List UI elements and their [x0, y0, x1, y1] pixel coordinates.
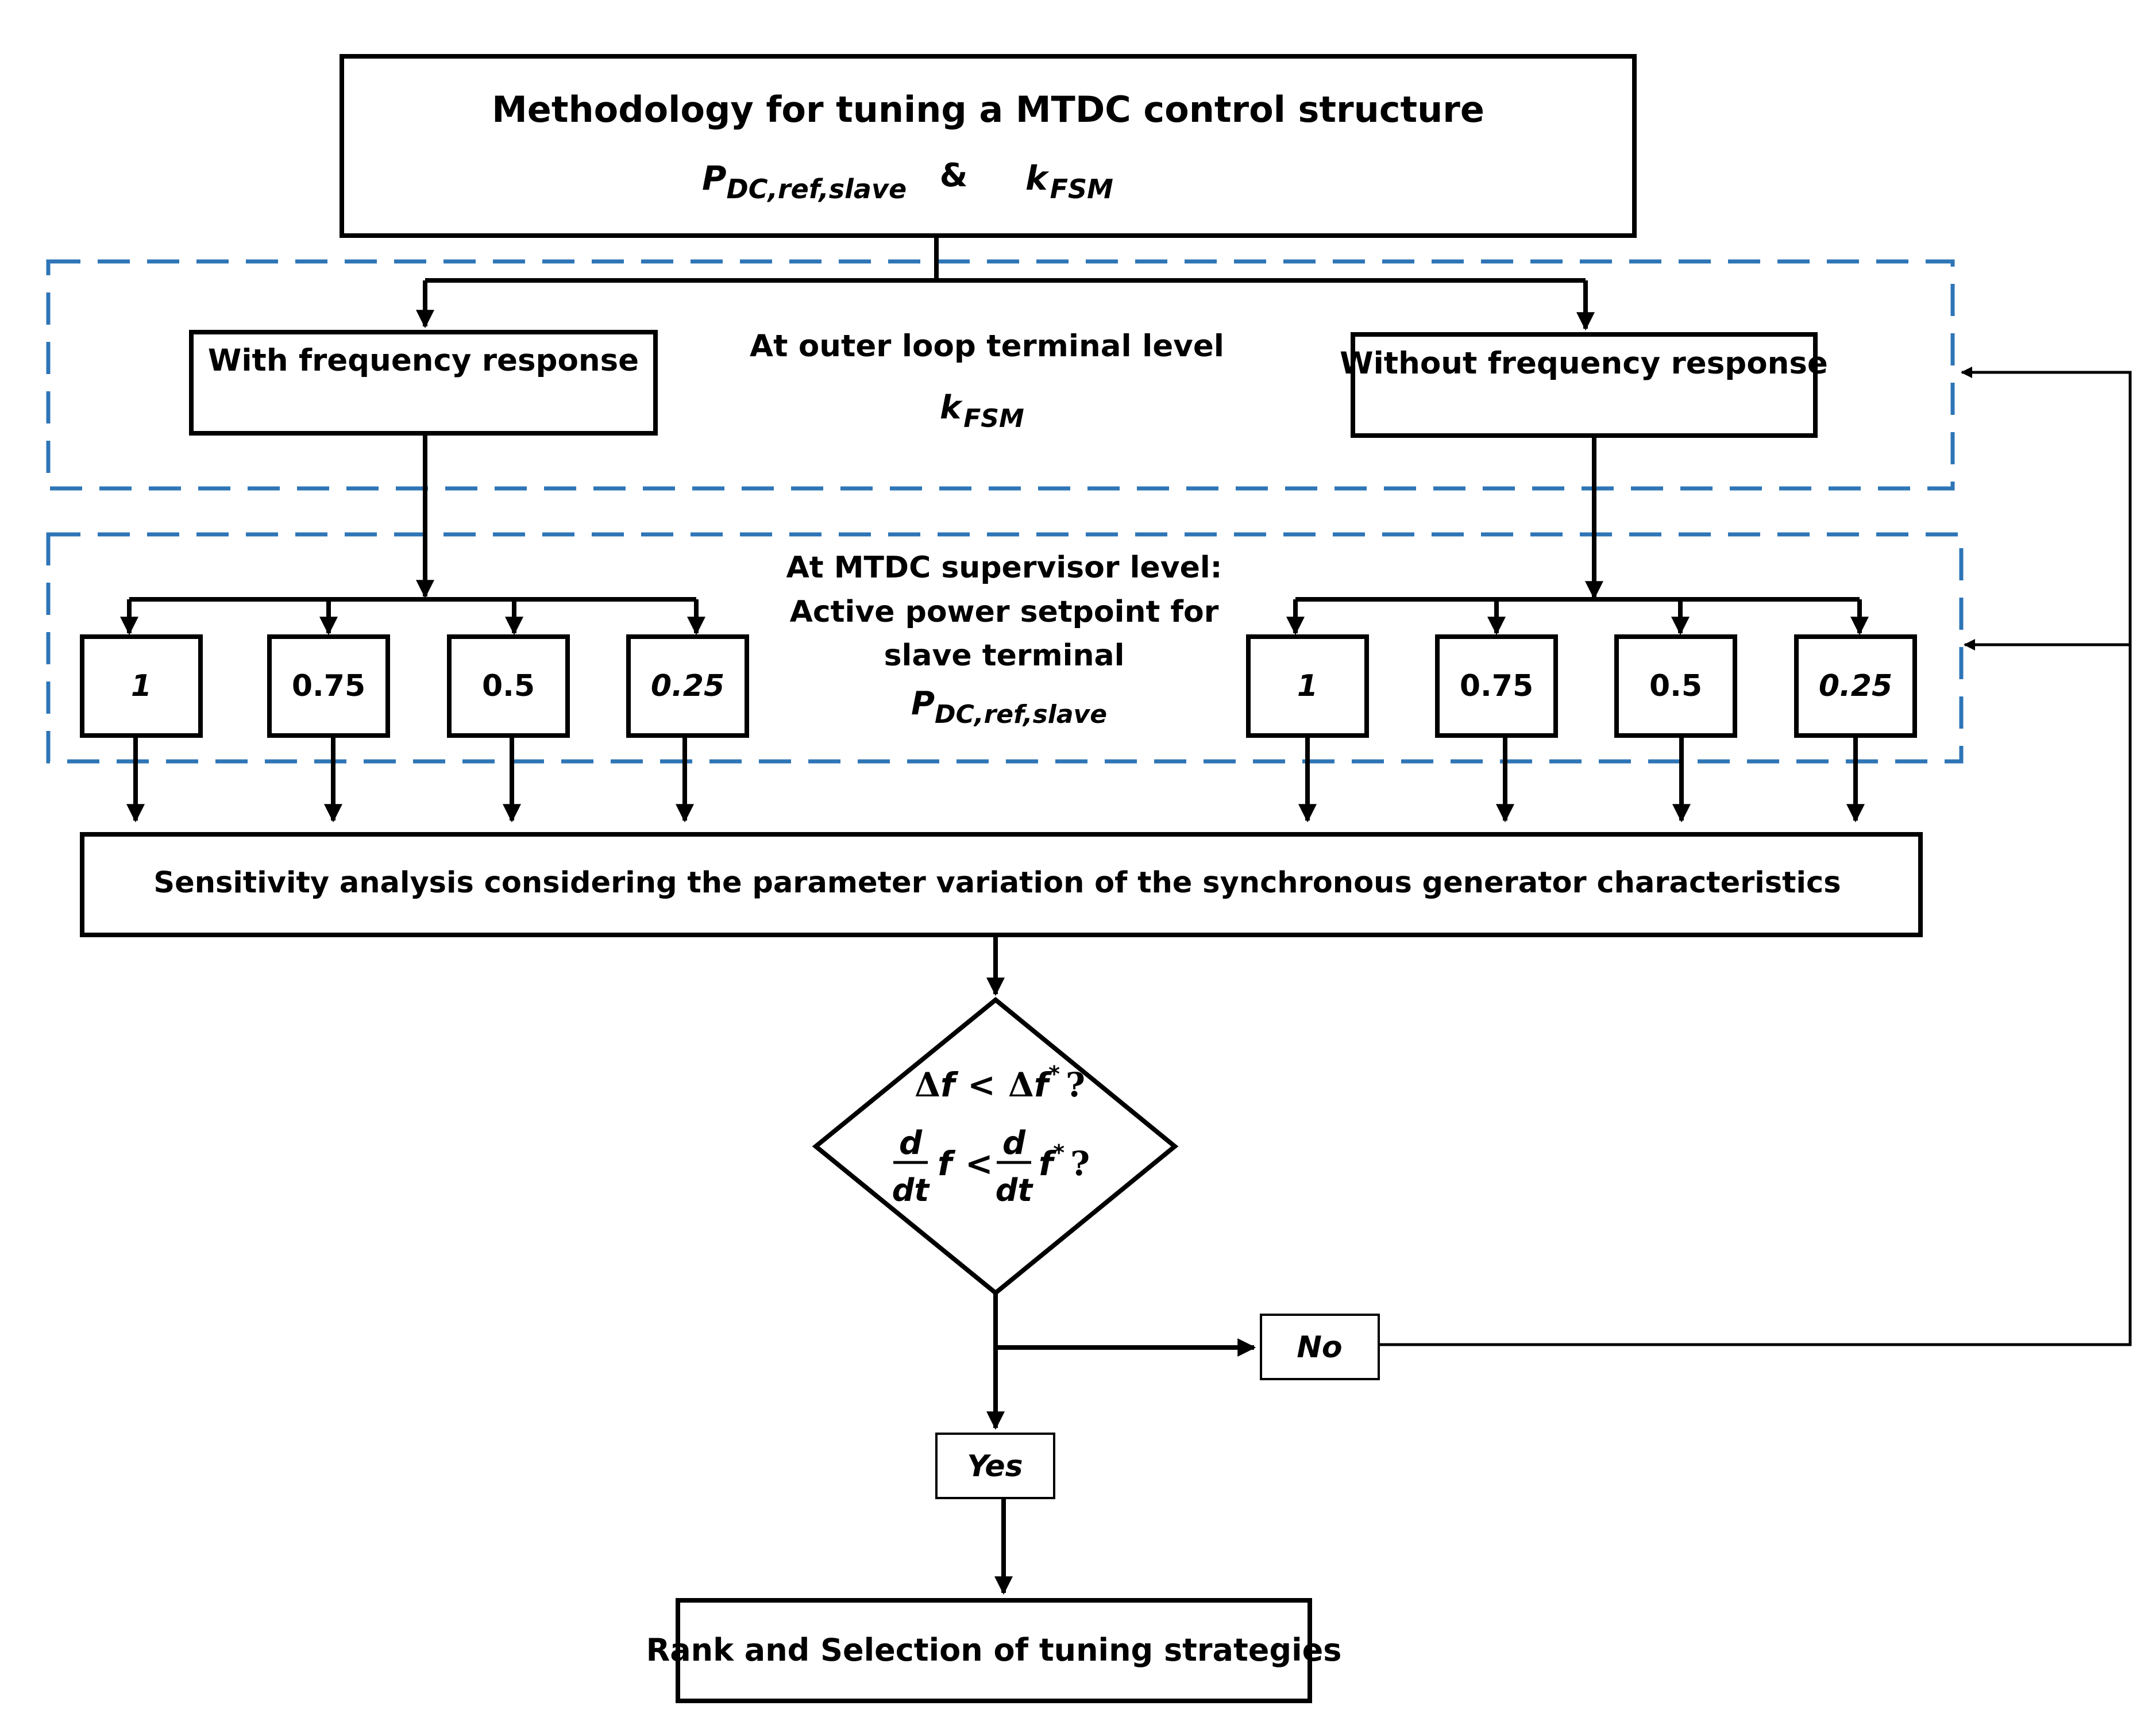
- yes-box: Yes: [935, 1433, 1055, 1499]
- left-setpoint-2: 0.75: [267, 634, 390, 738]
- right-setpoint-2: 0.75: [1435, 634, 1558, 738]
- frac-d-right: d: [1002, 1125, 1026, 1162]
- kfsm-symbol: kFSM: [1025, 159, 1113, 205]
- outer-loop-group: [46, 259, 1955, 491]
- right-setpoint-1: 1: [1246, 634, 1369, 738]
- supervisor-group: [46, 532, 1964, 764]
- right-setpoint-row: 1 0.75 0.5 0.25: [1246, 597, 1917, 738]
- with-frequency-label: With frequency response: [208, 343, 639, 378]
- without-frequency-label: Without frequency response: [1340, 346, 1828, 381]
- left-setpoint-1: 1: [80, 634, 203, 738]
- right-setpoint-4: 0.25: [1794, 634, 1917, 738]
- right-setpoint-3-label: 0.5: [1649, 669, 1702, 703]
- left-setpoint-4: 0.25: [626, 634, 749, 738]
- final-box: Rank and Selection of tuning strategies: [646, 1598, 1342, 1703]
- no-box: No: [1260, 1314, 1380, 1380]
- title-heading: Methodology for tuning a MTDC control st…: [492, 88, 1484, 130]
- left-setpoint-3: 0.5: [447, 634, 570, 738]
- outer-loop-label: At outer loop terminal level: [750, 329, 1224, 364]
- sensitivity-label: Sensitivity analysis considering the par…: [153, 866, 1841, 900]
- decision-diamond: Δf<Δf*? d dt f < d dt f*?: [812, 996, 1179, 1296]
- ampersand: &: [940, 157, 968, 194]
- less-than: <: [965, 1144, 993, 1183]
- decision-condition-2: d dt f < d dt f*?: [892, 1125, 1090, 1208]
- pdc-symbol: PDC,ref,slave: [702, 159, 907, 205]
- right-setpoint-1-label: 1: [1297, 669, 1318, 703]
- supervisor-line-1: At MTDC supervisor level:: [786, 550, 1222, 585]
- without-frequency-box: Without frequency response: [1340, 332, 1828, 438]
- title-box: Methodology for tuning a MTDC control st…: [340, 54, 1637, 238]
- yes-label: Yes: [967, 1449, 1023, 1484]
- right-setpoint-2-label: 0.75: [1460, 669, 1533, 703]
- frac-dt-left: dt: [892, 1172, 931, 1208]
- f-right: f*?: [1039, 1140, 1090, 1183]
- outer-kfsm-symbol: kFSM: [940, 389, 1024, 433]
- frac-dt-right: dt: [996, 1172, 1034, 1208]
- final-label: Rank and Selection of tuning strategies: [646, 1632, 1342, 1668]
- with-frequency-box: With frequency response: [189, 330, 658, 436]
- right-setpoint-3: 0.5: [1614, 634, 1737, 738]
- left-setpoint-1-label: 1: [131, 669, 152, 703]
- supervisor-line-3: slave terminal: [884, 638, 1125, 673]
- left-setpoint-row: 1 0.75 0.5 0.25: [80, 597, 749, 738]
- left-setpoint-4-label: 0.25: [651, 669, 724, 703]
- left-setpoint-2-label: 0.75: [292, 669, 365, 703]
- supervisor-pdc-symbol: PDC,ref,slave: [911, 685, 1107, 729]
- right-setpoint-4-label: 0.25: [1819, 669, 1892, 703]
- sensitivity-box: Sensitivity analysis considering the par…: [80, 832, 1923, 937]
- feedback-to-outer-loop: [1379, 367, 2132, 1346]
- supervisor-line-2: Active power setpoint for: [790, 595, 1219, 629]
- left-setpoint-3-label: 0.5: [482, 669, 535, 703]
- frac-d-left: d: [899, 1125, 923, 1162]
- no-label: No: [1297, 1330, 1342, 1365]
